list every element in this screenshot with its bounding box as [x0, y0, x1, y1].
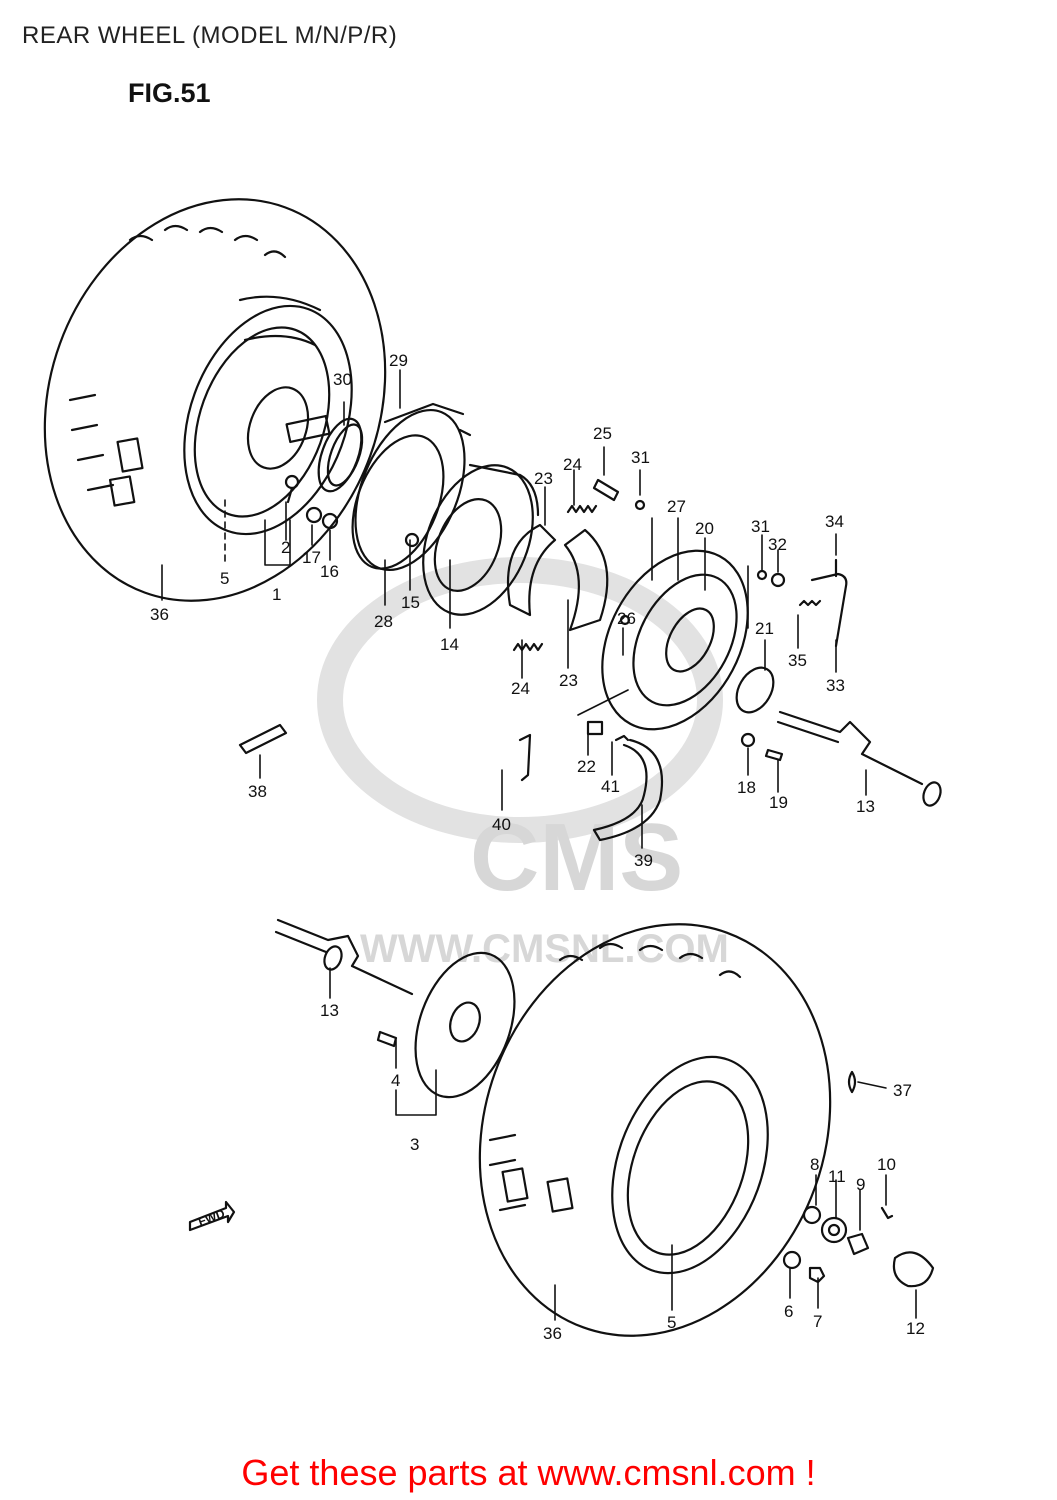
callout-41: 41: [601, 777, 620, 796]
watermark: CMS WWW.CMSNL.COM: [317, 557, 729, 971]
callout-3: 3: [410, 1135, 419, 1154]
callout-37: 37: [893, 1081, 912, 1100]
callout-24b: 24: [511, 679, 530, 698]
callout-16: 16: [320, 562, 339, 581]
callout-38: 38: [248, 782, 267, 801]
brake-drum-cover: [351, 402, 472, 572]
callout-13b: 13: [320, 1001, 339, 1020]
o-ring: [735, 666, 775, 714]
brake-cam-lever: [756, 558, 848, 648]
callout-17: 17: [302, 548, 321, 567]
callout-6: 6: [784, 1302, 793, 1321]
callout-2: 2: [281, 538, 290, 557]
callout-32: 32: [768, 535, 787, 554]
rear-hub-lower: [376, 951, 516, 1099]
callout-10: 10: [877, 1155, 896, 1174]
callout-36b: 36: [543, 1324, 562, 1343]
rear-hub-upper: [246, 386, 364, 530]
callout-39: 39: [634, 851, 653, 870]
bolt: [764, 748, 784, 762]
callout-24: 24: [563, 455, 582, 474]
callout-25: 25: [593, 424, 612, 443]
callout-31b: 31: [751, 517, 770, 536]
wheel-fasteners: [782, 1070, 935, 1288]
fwd-label: FWD: [196, 1206, 227, 1229]
callout-27: 27: [667, 497, 686, 516]
breather-hose: [592, 738, 664, 842]
callout-numbers: 1 2 3 4 5 5 6 7 8 9 10 11 12 13 13 14 15…: [150, 351, 925, 1343]
forward-arrow-icon: [188, 1200, 236, 1232]
bracket: [518, 733, 532, 782]
callout-18: 18: [737, 778, 756, 797]
callout-28: 28: [374, 612, 393, 631]
leader-lines: [161, 369, 917, 1321]
callout-12: 12: [906, 1319, 925, 1338]
rear-axle-upper: [776, 710, 942, 807]
callout-29: 29: [389, 351, 408, 370]
callout-13: 13: [856, 797, 875, 816]
bleed-bolt: [592, 478, 646, 511]
callout-19: 19: [769, 793, 788, 812]
lower-tire: [478, 923, 832, 1337]
callout-40: 40: [492, 815, 511, 834]
callout-7: 7: [813, 1312, 822, 1331]
brake-panel: [601, 549, 749, 731]
callout-21: 21: [755, 619, 774, 638]
watermark-url: WWW.CMSNL.COM: [360, 927, 729, 971]
figure-label: FIG.51: [128, 78, 211, 108]
rear-axle-lower: [274, 918, 414, 996]
callout-36: 36: [150, 605, 169, 624]
fitting: [586, 720, 604, 736]
brake-shoes: [506, 523, 609, 632]
callout-22: 22: [577, 757, 596, 776]
callout-35: 35: [788, 651, 807, 670]
callout-14: 14: [440, 635, 459, 654]
callout-34: 34: [825, 512, 844, 531]
page-title: REAR WHEEL (MODEL M/N/P/R): [22, 22, 398, 49]
watermark-brand: CMS: [470, 804, 683, 911]
callout-1: 1: [272, 585, 281, 604]
callout-4: 4: [391, 1071, 400, 1090]
clip: [614, 734, 630, 742]
callout-33: 33: [826, 676, 845, 695]
callout-31: 31: [631, 448, 650, 467]
callout-11: 11: [828, 1167, 846, 1186]
callout-26: 26: [617, 609, 636, 628]
brake-springs: [512, 504, 598, 652]
pin: [238, 723, 288, 755]
washer: [740, 732, 756, 748]
footer-link[interactable]: Get these parts at www.cmsnl.com !: [241, 1452, 816, 1493]
callout-23: 23: [534, 469, 553, 488]
callout-23b: 23: [559, 671, 578, 690]
callout-5: 5: [220, 569, 229, 588]
callout-20: 20: [695, 519, 714, 538]
callout-9: 9: [856, 1175, 865, 1194]
callout-15: 15: [401, 593, 420, 612]
upper-tire: [43, 198, 387, 602]
callout-5b: 5: [667, 1313, 676, 1332]
brake-drum: [422, 463, 540, 616]
callout-8: 8: [810, 1155, 819, 1174]
callout-30: 30: [333, 370, 352, 389]
